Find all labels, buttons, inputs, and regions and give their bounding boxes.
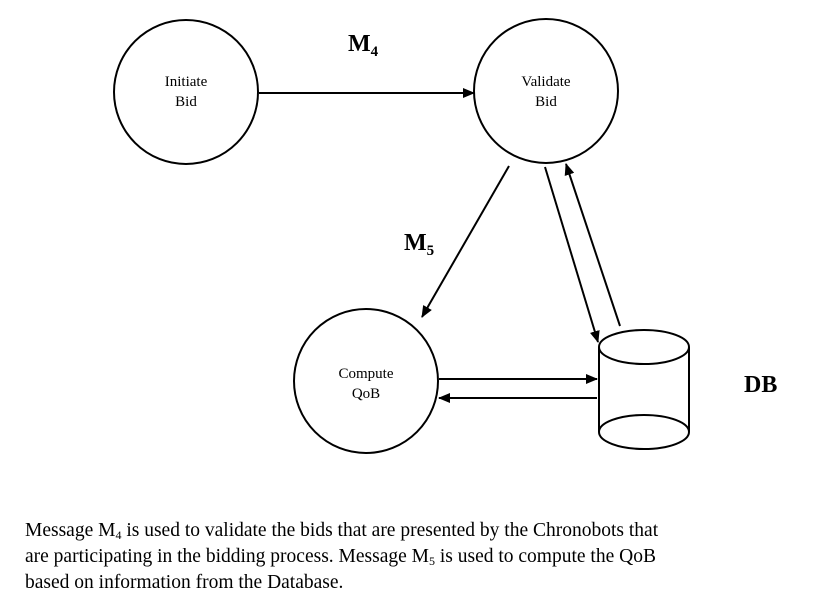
arrow-database-to-validate [564, 163, 621, 327]
process-diagram: Initiate Bid Validate Bid Compute QoB DB… [113, 18, 777, 454]
diagram-caption: Message M4 is used to validate the bids … [25, 518, 825, 596]
message-m5-subscript: 5 [427, 243, 435, 259]
validate-bid-label-line1: Validate [521, 74, 570, 90]
validate-bid-node: Validate Bid [473, 18, 619, 164]
compute-qob-label-line1: Compute [339, 366, 394, 382]
caption-line1: Message M4 is used to validate the bids … [25, 520, 659, 542]
caption-line2: are participating in the bidding process… [25, 546, 656, 568]
database-label: DB [744, 372, 777, 398]
message-m5-label: M5 [404, 230, 434, 259]
initiate-bid-label-line2: Bid [175, 94, 197, 110]
arrow-validate-to-database [544, 166, 600, 343]
initiate-bid-node: Initiate Bid [113, 19, 259, 165]
compute-qob-node: Compute QoB [293, 308, 439, 454]
message-m4-subscript: 4 [371, 44, 379, 60]
compute-qob-label-line2: QoB [352, 386, 380, 402]
message-m4-label: M4 [348, 31, 379, 60]
database-cylinder [598, 329, 690, 450]
initiate-bid-label-line1: Initiate [165, 74, 208, 90]
caption-line3: based on information from the Database. [25, 572, 344, 593]
arrow-validate-to-compute [421, 165, 510, 318]
validate-bid-label-line2: Bid [535, 94, 557, 110]
